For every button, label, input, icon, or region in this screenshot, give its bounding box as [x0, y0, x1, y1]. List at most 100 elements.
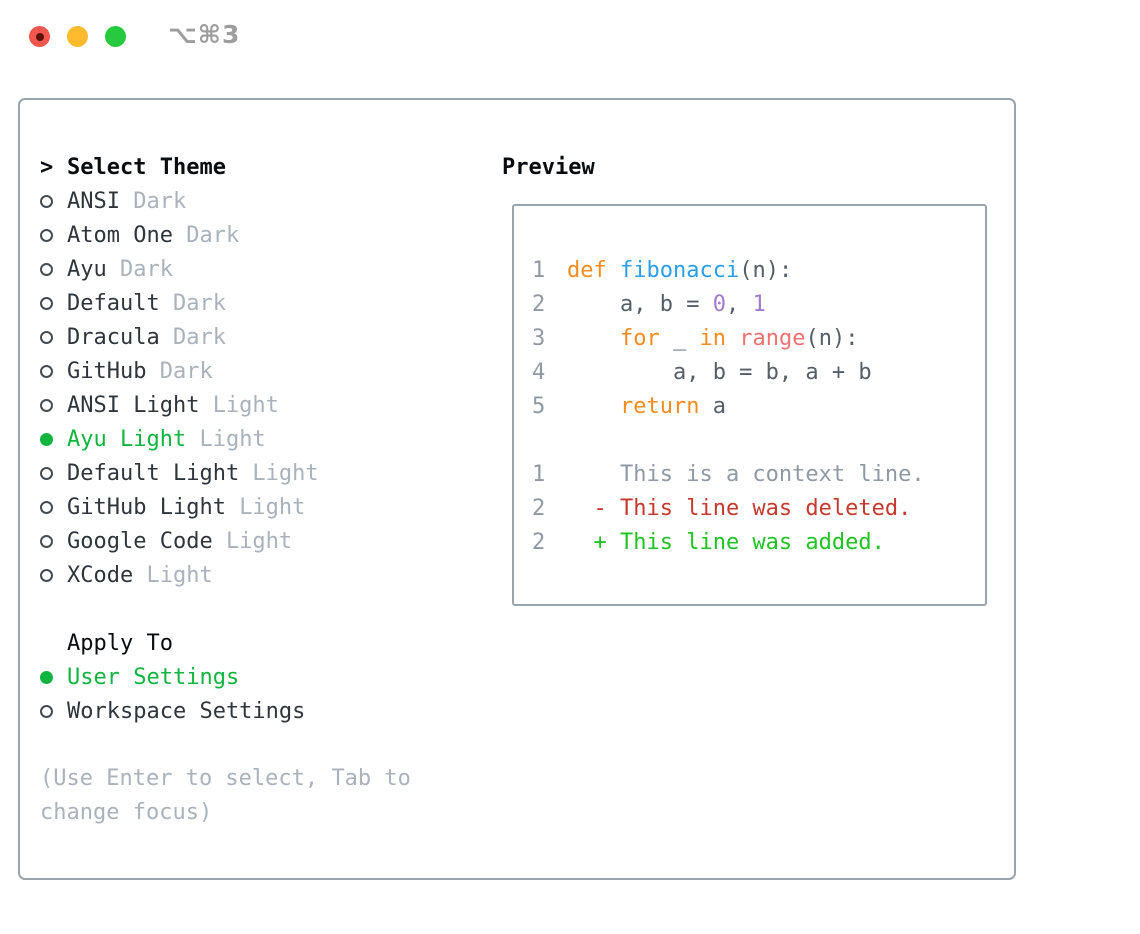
radio-icon: [40, 500, 53, 514]
line-number: 1: [532, 461, 546, 487]
unsaved-dot-icon: [35, 32, 44, 41]
theme-variant-tag: Dark: [172, 324, 226, 350]
theme-option-ansi-light[interactable]: ANSI Light Light: [40, 388, 319, 422]
line-number: 3: [532, 325, 546, 351]
radio-selected-icon: [40, 670, 53, 684]
theme-variant-tag: Dark: [186, 222, 240, 248]
apply-label: Workspace Settings: [67, 698, 306, 724]
code-text: - This line was deleted.: [567, 495, 912, 521]
radio-cell: [40, 568, 67, 582]
line-number: 1: [532, 257, 546, 283]
window-title: ⌥⌘3: [168, 20, 241, 49]
code-line: 1 This is a context line.: [532, 457, 925, 491]
radio-icon: [40, 398, 53, 412]
code-line: 2 + This line was added.: [532, 525, 925, 559]
keyboard-hint: (Use Enter to select, Tab to change focu…: [40, 766, 411, 825]
zoom-button[interactable]: [105, 26, 126, 47]
radio-icon: [40, 466, 53, 480]
theme-variant-tag: Light: [252, 460, 319, 486]
theme-variant-tag: Dark: [133, 188, 187, 214]
radio-icon: [40, 228, 53, 242]
line-number: 2: [532, 495, 546, 521]
theme-option-google-code[interactable]: Google Code Light: [40, 524, 319, 558]
theme-variant-tag: Light: [146, 562, 213, 588]
apply-to-header: Apply To: [40, 626, 305, 660]
theme-label: ANSI Light: [67, 392, 200, 418]
line-number: 5: [532, 393, 546, 419]
radio-icon: [40, 534, 53, 548]
code-text: return a: [619, 393, 726, 419]
theme-option-default[interactable]: Default Dark: [40, 286, 319, 320]
theme-option-dracula[interactable]: Dracula Dark: [40, 320, 319, 354]
code-line: [532, 423, 925, 457]
theme-option-atom-one[interactable]: Atom One Dark: [40, 218, 319, 252]
prompt-caret-icon: >: [40, 154, 54, 180]
section-title-select-theme: Select Theme: [67, 154, 226, 180]
radio-icon: [40, 330, 53, 344]
radio-icon: [40, 364, 53, 378]
theme-variant-tag: Light: [212, 392, 279, 418]
theme-option-github-light[interactable]: GitHub Light Light: [40, 490, 319, 524]
theme-label: XCode: [67, 562, 134, 588]
theme-variant-tag: Dark: [172, 290, 226, 316]
theme-label: Ayu: [67, 256, 107, 282]
line-number: 2: [532, 291, 546, 317]
theme-variant-tag: Light: [239, 494, 306, 520]
theme-variant-tag: Light: [225, 528, 293, 554]
theme-option-ayu[interactable]: Ayu Dark: [40, 252, 319, 286]
minimize-button[interactable]: [67, 26, 88, 47]
theme-label: Dracula: [67, 324, 160, 350]
radio-cell: [40, 364, 67, 378]
radio-icon: [40, 262, 53, 276]
titlebar: ⌥⌘3: [0, 0, 1140, 74]
code-text: + This line was added.: [567, 529, 885, 555]
line-number: 4: [532, 359, 546, 385]
theme-label: Atom One: [67, 222, 173, 248]
radio-cell: [40, 432, 67, 446]
close-button[interactable]: [29, 26, 50, 47]
apply-label: User Settings: [67, 664, 240, 690]
traffic-lights: [29, 26, 126, 47]
code-text: def fibonacci(n):: [567, 257, 793, 283]
theme-variant-tag: Dark: [119, 256, 173, 282]
theme-label: Ayu Light: [67, 426, 187, 452]
radio-icon: [40, 194, 53, 208]
radio-cell: [40, 704, 67, 718]
theme-label: Google Code: [67, 528, 213, 554]
radio-cell: [40, 194, 67, 208]
radio-icon: [40, 704, 53, 718]
theme-option-ayu-light[interactable]: Ayu Light Light: [40, 422, 319, 456]
apply-option-user-settings[interactable]: User Settings: [40, 660, 305, 694]
theme-option-xcode[interactable]: XCode Light: [40, 558, 319, 592]
theme-option-github[interactable]: GitHub Dark: [40, 354, 319, 388]
theme-variant-tag: Light: [199, 426, 266, 452]
radio-cell: [40, 228, 67, 242]
code-line: 2 - This line was deleted.: [532, 491, 925, 525]
apply-option-workspace-settings[interactable]: Workspace Settings: [40, 694, 305, 728]
radio-icon: [40, 296, 53, 310]
theme-label: Default: [67, 290, 160, 316]
theme-label: GitHub: [67, 358, 147, 384]
code-line: 1 def fibonacci(n):: [532, 253, 925, 287]
code-text: This is a context line.: [567, 461, 925, 487]
code-line: 5 return a: [532, 389, 925, 423]
radio-cell: [40, 262, 67, 276]
radio-cell: [40, 296, 67, 310]
theme-variant-tag: Dark: [159, 358, 213, 384]
code-line: 3 for _ in range(n):: [532, 321, 925, 355]
line-number: 2: [532, 529, 546, 555]
code-line: 4 a, b = b, a + b: [532, 355, 925, 389]
code-text: for _ in range(n):: [619, 325, 859, 351]
theme-label: GitHub Light: [67, 494, 226, 520]
select-theme-header: > Select Theme: [40, 150, 319, 184]
